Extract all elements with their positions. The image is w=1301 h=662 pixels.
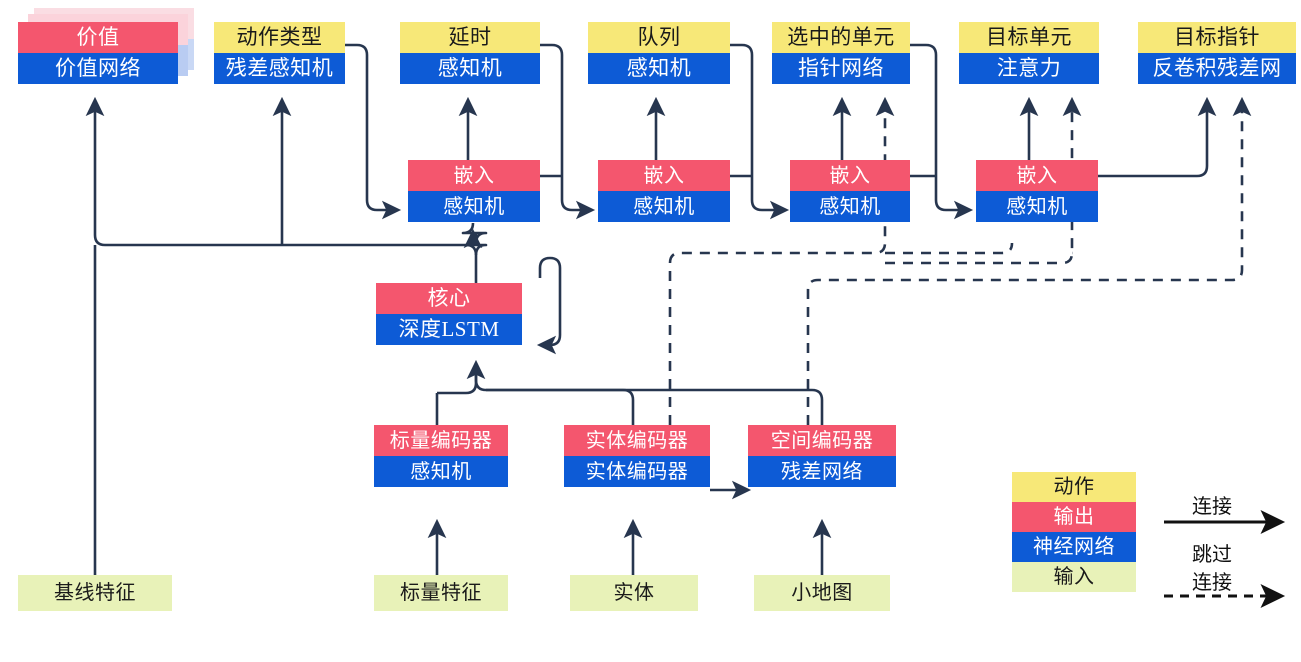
node-spatial-encoder-network: 残差网络 bbox=[748, 456, 896, 487]
node-core[interactable]: 核心 深度LSTM bbox=[376, 283, 522, 345]
wire-core-out-bus-left bbox=[105, 243, 478, 283]
node-delay-action: 延时 bbox=[400, 22, 540, 53]
node-spatial-encoder[interactable]: 空间编码器 残差网络 bbox=[748, 425, 896, 487]
node-embed-2-output: 嵌入 bbox=[598, 160, 730, 191]
node-embed-2[interactable]: 嵌入 感知机 bbox=[598, 160, 730, 222]
node-entity-encoder-network: 实体编码器 bbox=[564, 456, 710, 487]
node-scalar-encoder-network: 感知机 bbox=[374, 456, 508, 487]
node-input-minimap-label: 小地图 bbox=[754, 575, 890, 611]
legend-connection-label: 连接 bbox=[1192, 496, 1232, 518]
node-spatial-encoder-output: 空间编码器 bbox=[748, 425, 896, 456]
wire-action-type-to-embed1 bbox=[345, 43, 402, 220]
node-embed-1-output: 嵌入 bbox=[408, 160, 540, 191]
node-embed-3-network: 感知机 bbox=[790, 191, 910, 222]
node-embed-3-output: 嵌入 bbox=[790, 160, 910, 191]
node-entity-encoder[interactable]: 实体编码器 实体编码器 bbox=[564, 425, 710, 487]
node-target-unit-network: 注意力 bbox=[959, 53, 1099, 84]
legend-skip-label-1: 跳过 bbox=[1192, 544, 1232, 566]
legend-swatch-network: 神经网络 bbox=[1012, 532, 1136, 562]
node-queue[interactable]: 队列 感知机 bbox=[588, 22, 730, 84]
node-input-scalar-features-label: 标量特征 bbox=[374, 575, 508, 611]
legend-edges: 连接 跳过 连接 bbox=[1158, 472, 1298, 608]
legend-swatches: 动作 输出 神经网络 输入 bbox=[1012, 472, 1136, 592]
node-value[interactable]: 价值 价值网络 bbox=[18, 22, 178, 84]
skip-entity-branch bbox=[885, 242, 1014, 255]
node-scalar-encoder-output: 标量编码器 bbox=[374, 425, 508, 456]
node-queue-action: 队列 bbox=[588, 22, 730, 53]
node-target-point[interactable]: 目标指针 反卷积残差网 bbox=[1138, 22, 1296, 84]
node-target-unit-action: 目标单元 bbox=[959, 22, 1099, 53]
legend-arrow-glyphs bbox=[1164, 510, 1286, 608]
skip-entity-to-selected-units bbox=[668, 96, 895, 425]
node-entity-encoder-output: 实体编码器 bbox=[564, 425, 710, 456]
node-input-scalar-features[interactable]: 标量特征 bbox=[374, 575, 508, 611]
wire-embed4-to-target-point bbox=[1098, 96, 1217, 178]
wire-core-to-value-network bbox=[85, 96, 106, 247]
wire-core-join bbox=[464, 232, 488, 256]
node-input-minimap[interactable]: 小地图 bbox=[754, 575, 890, 611]
node-core-network: 深度LSTM bbox=[376, 314, 522, 345]
node-selected-units[interactable]: 选中的单元 指针网络 bbox=[772, 22, 910, 84]
legend-swatch-output: 输出 bbox=[1012, 502, 1136, 532]
node-input-baseline-features-label: 基线特征 bbox=[18, 575, 172, 611]
node-target-unit[interactable]: 目标单元 注意力 bbox=[959, 22, 1099, 84]
wire-entity-encoder-to-core bbox=[474, 363, 635, 425]
legend-skip-label-2: 连接 bbox=[1192, 572, 1232, 594]
node-embed-4-network: 感知机 bbox=[976, 191, 1098, 222]
node-action-type-network: 残差感知机 bbox=[214, 53, 345, 84]
node-embed-1-network: 感知机 bbox=[408, 191, 540, 222]
node-embed-3[interactable]: 嵌入 感知机 bbox=[790, 160, 910, 222]
node-action-type[interactable]: 动作类型 残差感知机 bbox=[214, 22, 345, 84]
wire-core-self-loop bbox=[536, 256, 562, 355]
node-delay[interactable]: 延时 感知机 bbox=[400, 22, 540, 84]
skip-spatial-to-target-point bbox=[806, 96, 1252, 425]
legend-swatch-input: 输入 bbox=[1012, 562, 1136, 592]
node-embed-2-network: 感知机 bbox=[598, 191, 730, 222]
node-embed-1[interactable]: 嵌入 感知机 bbox=[408, 160, 540, 222]
node-scalar-encoder[interactable]: 标量编码器 感知机 bbox=[374, 425, 508, 487]
node-embed-4-output: 嵌入 bbox=[976, 160, 1098, 191]
node-core-output: 核心 bbox=[376, 283, 522, 314]
wire-spatial-encoder-to-core bbox=[486, 388, 824, 425]
wire-core-to-embed1-stub bbox=[461, 222, 488, 245]
node-target-point-network: 反卷积残差网 bbox=[1138, 53, 1296, 84]
node-value-action: 价值 bbox=[18, 22, 178, 53]
node-input-entities-label: 实体 bbox=[570, 575, 698, 611]
node-delay-network: 感知机 bbox=[400, 53, 540, 84]
node-input-entities[interactable]: 实体 bbox=[570, 575, 698, 611]
wire-scalar-encoder-to-core bbox=[437, 359, 486, 395]
node-action-type-action: 动作类型 bbox=[214, 22, 345, 53]
wire-delay-to-embed2 bbox=[540, 43, 596, 220]
node-embed-4[interactable]: 嵌入 感知机 bbox=[976, 160, 1098, 222]
node-value-network: 价值网络 bbox=[18, 53, 178, 84]
node-selected-units-network: 指针网络 bbox=[772, 53, 910, 84]
node-input-baseline-features[interactable]: 基线特征 bbox=[18, 575, 172, 611]
node-selected-units-action: 选中的单元 bbox=[772, 22, 910, 53]
legend-swatch-action: 动作 bbox=[1012, 472, 1136, 502]
node-queue-network: 感知机 bbox=[588, 53, 730, 84]
node-target-point-action: 目标指针 bbox=[1138, 22, 1296, 53]
